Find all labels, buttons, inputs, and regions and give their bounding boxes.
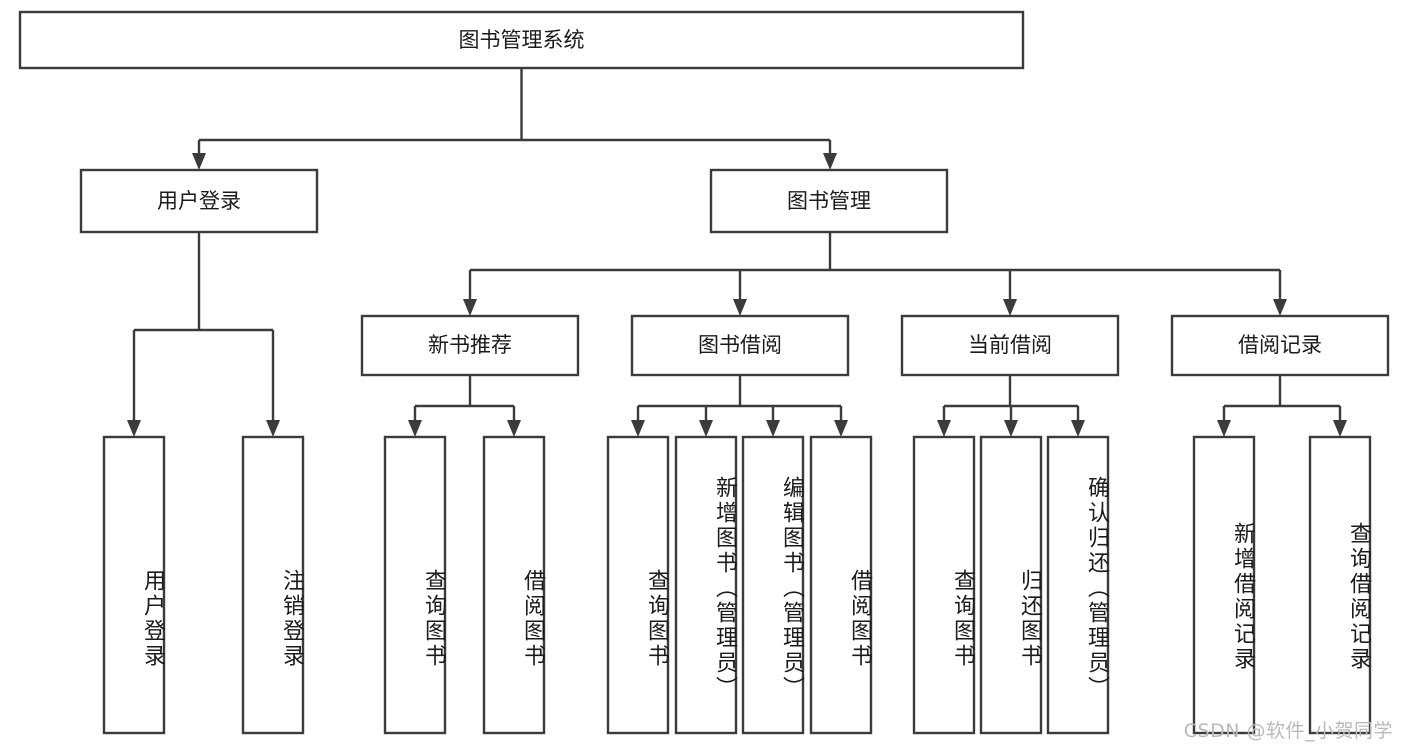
leaf-box-book-borrow-2[interactable] bbox=[674, 435, 738, 735]
arrowhead-ul-leaf-1 bbox=[127, 420, 141, 437]
node-user-login[interactable]: 用户登录 bbox=[79, 168, 319, 234]
arrowhead-bb-leaf-1 bbox=[631, 420, 645, 437]
node-root-box[interactable] bbox=[18, 10, 1025, 70]
leaf-box-new-book-1[interactable] bbox=[383, 435, 447, 735]
arrowhead-current-borrow bbox=[1003, 299, 1017, 316]
node-current-borrow-label: 当前借阅 bbox=[968, 333, 1052, 357]
node-borrow-record-label: 借阅记录 bbox=[1238, 333, 1322, 357]
leaf-box-book-borrow-1[interactable] bbox=[606, 435, 670, 735]
leaf-box-borrow-record-2[interactable] bbox=[1308, 435, 1372, 735]
node-book-manage-box[interactable] bbox=[709, 168, 949, 234]
node-book-borrow[interactable]: 图书借阅 bbox=[630, 314, 850, 377]
arrowhead-nb-leaf-2 bbox=[507, 420, 521, 437]
node-book-borrow-label: 图书借阅 bbox=[698, 333, 782, 357]
connector-group-book-manage bbox=[463, 232, 1287, 316]
arrowhead-cb-leaf-2 bbox=[1004, 420, 1018, 437]
arrowhead-bb-leaf-2 bbox=[699, 420, 713, 437]
node-new-book-recommend-label: 新书推荐 bbox=[428, 333, 512, 357]
leaf-box-current-borrow-1[interactable] bbox=[912, 435, 976, 735]
connector-group-root bbox=[192, 68, 837, 170]
connector-group-current-borrow bbox=[937, 375, 1085, 437]
connector-group-user-login bbox=[127, 232, 280, 437]
arrowhead-borrow-record bbox=[1273, 299, 1287, 316]
arrowhead-ul-leaf-2 bbox=[266, 420, 280, 437]
node-new-book-recommend[interactable]: 新书推荐 bbox=[360, 314, 580, 377]
node-borrow-record[interactable]: 借阅记录 bbox=[1170, 314, 1390, 377]
node-root[interactable]: 图书管理系统 bbox=[18, 10, 1025, 70]
node-current-borrow-box[interactable] bbox=[900, 314, 1120, 377]
node-book-manage-label: 图书管理 bbox=[787, 189, 871, 213]
node-user-login-label: 用户登录 bbox=[157, 189, 241, 213]
node-book-manage[interactable]: 图书管理 bbox=[709, 168, 949, 234]
node-book-borrow-box[interactable] bbox=[630, 314, 850, 377]
leaf-box-new-book-2[interactable] bbox=[482, 435, 546, 735]
connector-group-new-book bbox=[408, 375, 521, 437]
arrowhead-br-leaf-1 bbox=[1217, 420, 1231, 437]
arrowhead-bb-leaf-3 bbox=[766, 420, 780, 437]
arrowhead-book-manage bbox=[823, 153, 837, 170]
node-new-book-recommend-box[interactable] bbox=[360, 314, 580, 377]
leaf-box-borrow-record-1[interactable] bbox=[1192, 435, 1256, 735]
arrowhead-book-borrow bbox=[733, 299, 747, 316]
arrowhead-cb-leaf-3 bbox=[1071, 420, 1085, 437]
node-root-label: 图书管理系统 bbox=[459, 28, 585, 52]
leaf-box-current-borrow-3[interactable] bbox=[1046, 435, 1110, 735]
leaf-box-user-login-1[interactable] bbox=[102, 435, 166, 735]
leaf-box-book-borrow-3[interactable] bbox=[741, 435, 805, 735]
node-borrow-record-box[interactable] bbox=[1170, 314, 1390, 377]
arrowhead-br-leaf-2 bbox=[1333, 420, 1347, 437]
arrowhead-user-login bbox=[192, 153, 206, 170]
node-user-login-box[interactable] bbox=[79, 168, 319, 234]
arrowhead-cb-leaf-1 bbox=[937, 420, 951, 437]
node-current-borrow[interactable]: 当前借阅 bbox=[900, 314, 1120, 377]
connector-group-borrow-record bbox=[1217, 375, 1347, 437]
leaf-box-current-borrow-2[interactable] bbox=[979, 435, 1043, 735]
watermark-text: CSDN @软件_小贺同学 bbox=[1183, 720, 1393, 742]
arrowhead-nb-leaf-1 bbox=[408, 420, 422, 437]
leaf-box-user-login-2[interactable] bbox=[241, 435, 305, 735]
arrowhead-new-book bbox=[463, 299, 477, 316]
arrowhead-bb-leaf-4 bbox=[834, 420, 848, 437]
leaf-box-book-borrow-4[interactable] bbox=[809, 435, 873, 735]
connector-group-book-borrow bbox=[631, 375, 848, 437]
